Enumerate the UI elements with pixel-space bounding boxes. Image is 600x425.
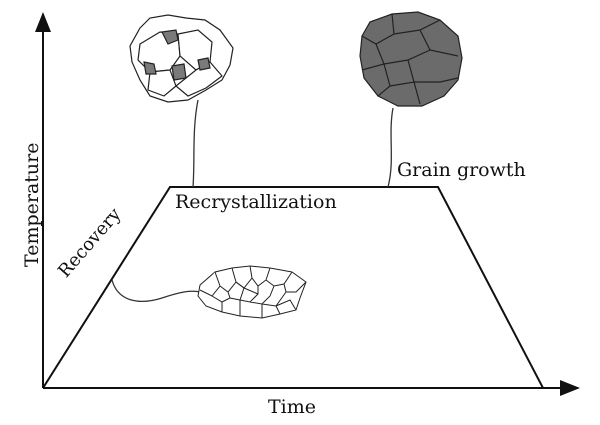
fine-grain-cluster [197, 265, 307, 319]
connector-recovery [111, 279, 201, 302]
recrystallized-grain-cluster [129, 14, 234, 103]
temperature-profile-line [42, 186, 544, 389]
grain-growth-stage-label: Grain growth [397, 159, 526, 181]
connector-grain-growth [387, 107, 394, 188]
y-axis-label: Temperature [21, 142, 43, 267]
recrystallization-stage-label: Recrystallization [175, 191, 337, 213]
x-axis-label: Time [268, 396, 317, 418]
coarse-grain-cluster [359, 11, 463, 107]
connector-recrystallization [192, 99, 199, 188]
